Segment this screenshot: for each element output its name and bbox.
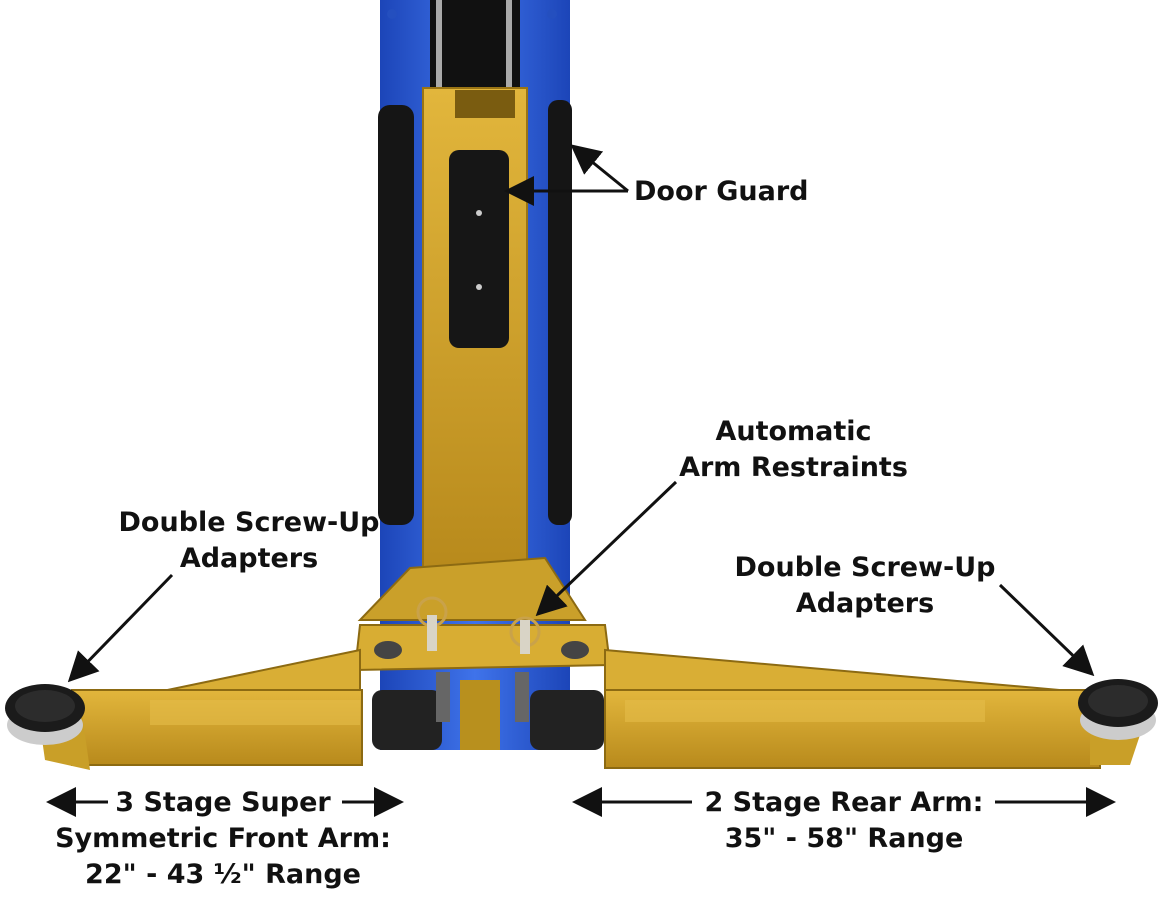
right-adapters-line-1: Double Screw-Up	[734, 552, 996, 583]
callout-arrows	[46, 144, 1116, 817]
rear-arm-label: 2 Stage Rear Arm: 35" - 58" Range	[694, 785, 994, 857]
rear-arm-right	[604, 648, 1140, 769]
arm-restraint-arrow	[535, 480, 678, 617]
rear-arm-line-1: 2 Stage Rear Arm:	[704, 787, 984, 818]
arm-restraints-line-2: Arm Restraints	[679, 452, 908, 483]
door-guard-pads	[378, 100, 572, 525]
front-arm-line-1: 3 Stage Super	[115, 787, 331, 818]
right-screw-up-adapter	[1078, 679, 1158, 740]
rear-arm-line-2: 35" - 58" Range	[724, 823, 964, 854]
door-guard-label-text: Door Guard	[634, 176, 809, 207]
right-adapters-label: Double Screw-Up Adapters	[734, 550, 996, 622]
left-adapter-arrow	[67, 573, 174, 683]
arm-restraints-label: Automatic Arm Restraints	[676, 414, 911, 486]
right-adapter-arrow	[998, 583, 1095, 677]
arm-lock-mechanisms	[372, 672, 604, 750]
right-adapters-line-2: Adapters	[795, 588, 935, 619]
front-arm-left	[40, 648, 363, 770]
front-arm-line-3: 22" - 43 ½" Range	[85, 859, 361, 890]
left-adapters-line-1: Double Screw-Up	[118, 507, 380, 538]
left-adapters-line-2: Adapters	[179, 543, 319, 574]
front-arm-line-2: Symmetric Front Arm:	[55, 823, 391, 854]
door-guard-label: Door Guard	[634, 174, 808, 210]
left-screw-up-adapter	[5, 684, 85, 745]
lift-carriage	[422, 87, 528, 569]
left-adapters-label: Double Screw-Up Adapters	[118, 505, 380, 577]
door-guard-arrow-strip	[570, 144, 629, 193]
arm-restraints-line-1: Automatic	[715, 416, 872, 447]
front-arm-label: 3 Stage Super Symmetric Front Arm: 22" -…	[50, 785, 396, 893]
